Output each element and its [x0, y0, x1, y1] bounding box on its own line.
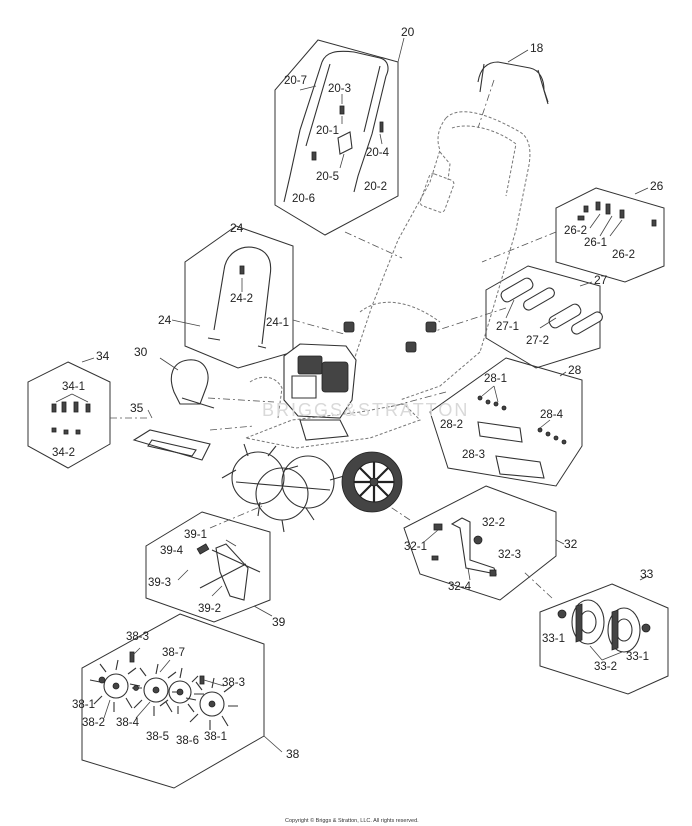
label-group-24: 24 [230, 221, 244, 235]
shields-28 [477, 385, 567, 479]
label-34-1: 34-1 [62, 381, 85, 393]
label-20-7: 20-7 [284, 75, 307, 87]
label-20-5: 20-5 [316, 171, 339, 183]
label-33-1-b: 33-1 [626, 651, 649, 663]
fasteners-26 [577, 201, 657, 237]
wheels-33 [557, 599, 651, 661]
label-group-27: 27 [594, 273, 608, 287]
frame-26 [555, 187, 665, 283]
clamps-27 [500, 277, 603, 335]
label-32-3: 32-3 [498, 549, 521, 561]
label-26-2-b: 26-2 [612, 249, 635, 261]
label-38-4: 38-4 [116, 717, 140, 729]
label-group-32: 32 [564, 537, 578, 551]
frame-28 [429, 357, 583, 487]
label-group-39: 39 [272, 615, 286, 629]
label-32-4: 32-4 [448, 581, 472, 593]
tiller-wheel [341, 451, 403, 513]
label-24-2: 24-2 [230, 293, 253, 305]
label-27-2: 27-2 [526, 335, 549, 347]
label-38-3-a: 38-3 [126, 631, 149, 643]
label-39-1: 39-1 [184, 529, 207, 541]
label-38-6: 38-6 [176, 735, 199, 747]
label-group-35: 35 [130, 401, 144, 415]
label-38-5: 38-5 [146, 731, 169, 743]
label-28-3: 28-3 [462, 449, 485, 461]
label-group-20: 20 [401, 25, 415, 39]
label-28-1: 28-1 [484, 373, 507, 385]
frame-32 [403, 485, 557, 601]
link-33 [523, 571, 553, 599]
tine-38-c [159, 667, 204, 714]
label-38-7: 38-7 [162, 647, 185, 659]
axle-32 [423, 517, 497, 581]
label-20-2: 20-2 [364, 181, 387, 193]
label-group-26: 26 [650, 179, 664, 193]
frame-33 [539, 583, 669, 695]
label-20-6: 20-6 [292, 193, 315, 205]
label-group-18: 18 [530, 41, 544, 55]
link-20 [344, 231, 403, 259]
label-26-1: 26-1 [584, 237, 607, 249]
label-20-4: 20-4 [366, 147, 390, 159]
link-26 [481, 231, 557, 263]
label-group-33: 33 [640, 567, 654, 581]
label-38-3-b: 38-3 [222, 677, 245, 689]
label-34-2: 34-2 [52, 447, 75, 459]
label-33-2: 33-2 [594, 661, 617, 673]
label-group-24-side: 24 [158, 313, 172, 327]
handle-bar-18 [477, 61, 549, 103]
label-38-1-a: 38-1 [72, 699, 95, 711]
tines-38 [89, 647, 238, 730]
label-38-2: 38-2 [82, 717, 105, 729]
label-24-1: 24-1 [266, 317, 289, 329]
copyright-notice: Copyright © Briggs & Stratton, LLC. All … [285, 817, 419, 824]
tine-shaft-39 [177, 539, 261, 601]
label-group-38: 38 [286, 747, 300, 761]
label-26-2-a: 26-2 [564, 225, 587, 237]
frame-39 [145, 511, 271, 623]
frame-24 [184, 225, 294, 369]
link-24 [292, 319, 345, 335]
label-group-28: 28 [568, 363, 582, 377]
label-28-4: 28-4 [540, 409, 564, 421]
guard-plate-35 [132, 429, 211, 461]
link-30 [207, 397, 275, 403]
label-20-3: 20-3 [328, 83, 351, 95]
frame-27 [485, 265, 601, 369]
label-32-1: 32-1 [404, 541, 427, 553]
tine-38-b [129, 663, 182, 716]
label-39-4: 39-4 [160, 545, 184, 557]
tiller-tines [221, 443, 345, 533]
label-27-1: 27-1 [496, 321, 519, 333]
handle-assembly-20 [283, 50, 389, 203]
link-39 [209, 505, 263, 529]
link-35 [209, 425, 255, 431]
label-32-2: 32-2 [482, 517, 505, 529]
tiller-main-assembly [221, 111, 531, 533]
label-33-1-a: 33-1 [542, 633, 565, 645]
handle-24 [207, 246, 272, 349]
link-28 [385, 391, 447, 409]
label-28-2: 28-2 [440, 419, 463, 431]
label-group-30: 30 [134, 345, 148, 359]
labels: 20 20-7 20-3 20-1 20-4 20-5 20-2 20-6 18… [52, 25, 664, 761]
label-20-1: 20-1 [316, 125, 339, 137]
watermark: BRIGGS&STRATTON [262, 400, 469, 420]
frame-34 [27, 361, 111, 469]
frame-38 [81, 613, 265, 789]
label-39-3: 39-3 [148, 577, 171, 589]
link-18 [477, 79, 495, 129]
fasteners-34 [51, 393, 91, 435]
bumper-30 [170, 359, 209, 405]
label-38-1-b: 38-1 [204, 731, 227, 743]
label-39-2: 39-2 [198, 603, 221, 615]
label-group-34: 34 [96, 349, 110, 363]
link-27 [431, 307, 507, 333]
